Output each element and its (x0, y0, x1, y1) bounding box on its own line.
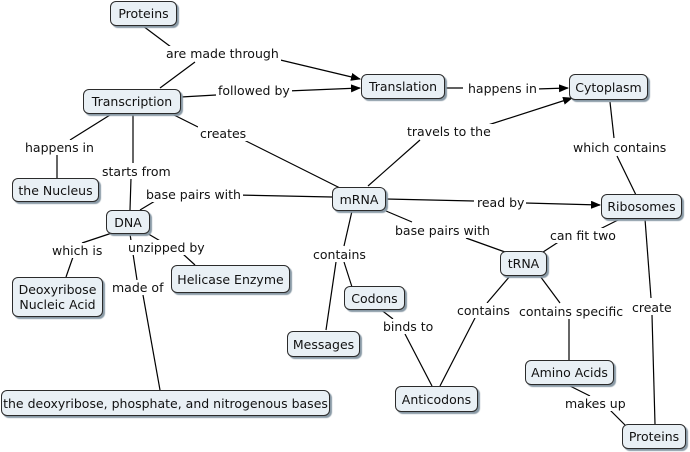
edge-transcription-happens-in (69, 114, 111, 141)
link-contains-specific: contains specific (517, 304, 626, 319)
edge-mrna-travels (367, 139, 421, 187)
edge-dna-which-is (81, 232, 113, 244)
link-contains-mrna: contains (311, 247, 368, 262)
edge-starts-from-dna (129, 177, 132, 211)
edge-followed-by-translation (286, 84, 361, 93)
node-messages[interactable]: Messages (287, 331, 360, 357)
node-deoxyribose-nucleic-acid[interactable]: Deoxyribose Nucleic Acid (12, 277, 103, 317)
node-label: the deoxyribose, phosphate, and nitrogen… (3, 395, 328, 411)
link-makes-up: makes up (563, 396, 628, 411)
node-proteins-top[interactable]: Proteins (110, 1, 177, 26)
link-creates: creates (198, 126, 249, 141)
edge-trna-contains-specific (539, 275, 561, 304)
node-helicase-enzyme[interactable]: Helicase Enzyme (171, 265, 290, 293)
link-happens-in-cytoplasm: happens in (466, 81, 539, 96)
node-label: Amino Acids (531, 365, 608, 380)
link-create: create (630, 300, 674, 315)
node-label: Proteins (628, 429, 680, 444)
node-label: Ribosomes (607, 199, 676, 214)
link-can-fit-two: can fit two (548, 228, 618, 243)
node-mrna[interactable]: mRNA (332, 187, 386, 211)
edge-create-proteins (651, 314, 656, 425)
node-label: Codons (351, 290, 398, 306)
node-proteins-bottom[interactable]: Proteins (622, 424, 686, 449)
node-translation[interactable]: Translation (361, 74, 445, 99)
node-label-line-1: Deoxyribose (18, 282, 97, 297)
edge-trna-contains (486, 275, 511, 304)
node-codons[interactable]: Codons (344, 286, 405, 310)
node-label-line-2: Nucleic Acid (19, 297, 96, 312)
edge-creates-mrna (239, 137, 341, 189)
link-happens-in-nucleus: happens in (23, 140, 96, 155)
node-cytoplasm[interactable]: Cytoplasm (569, 74, 648, 100)
link-contains-trna: contains (455, 303, 512, 318)
node-label: Cytoplasm (575, 79, 642, 95)
link-made-of: made of (110, 280, 166, 295)
link-travels-to-the: travels to the (405, 124, 493, 139)
edge-transcription-followed-by (180, 94, 217, 98)
node-label: Messages (292, 336, 355, 352)
edge-ribosomes-can-fit (599, 218, 621, 230)
node-label: Proteins (118, 6, 169, 21)
edge-contains-anticodons (439, 317, 476, 387)
link-which-is: which is (50, 243, 105, 258)
node-anticodons[interactable]: Anticodons (395, 386, 478, 412)
node-label: the Nucleus (18, 182, 93, 198)
link-read-by: read by (475, 195, 527, 210)
link-starts-from: starts from (100, 164, 173, 179)
edge-mrna-base-pairs (385, 210, 413, 223)
link-which-contains: which contains (571, 140, 669, 155)
link-base-pairs-with-dna: base pairs with (144, 187, 243, 202)
link-base-pairs-with-trna: base pairs with (393, 223, 492, 238)
link-unzipped-by: unzipped by (126, 240, 207, 255)
node-label: Transcription (91, 94, 173, 109)
edge-base-pairs-mrna (235, 194, 333, 198)
edge-unzipped-by-helicase (182, 253, 196, 266)
node-ribosomes[interactable]: Ribosomes (601, 194, 682, 219)
edge-contains-codons (343, 261, 353, 288)
edge-happens-in-cytoplasm (535, 84, 569, 93)
edge-base-pairs-trna (465, 237, 506, 253)
edge-amino-makes-up (567, 384, 591, 397)
edge-transcription-creates (171, 113, 199, 128)
edge-mrna-contains (343, 210, 353, 247)
node-label: Helicase Enzyme (177, 271, 284, 287)
link-are-made-through: are made through (164, 46, 281, 61)
node-label: mRNA (339, 191, 379, 207)
link-followed-by: followed by (216, 83, 292, 98)
edge-codons-binds-to (379, 308, 394, 320)
edge-travels-cytoplasm (487, 96, 573, 126)
edge-read-by-ribosomes (524, 200, 601, 209)
edge-made-through-translation (271, 57, 361, 81)
node-dna[interactable]: DNA (106, 210, 150, 234)
edge-made-through-transcription (159, 61, 196, 89)
node-label: tRNA (507, 256, 540, 271)
node-transcription[interactable]: Transcription (83, 89, 181, 114)
node-label: Anticodons (401, 391, 472, 407)
edge-binds-to-anticodons (404, 333, 433, 387)
edge-mrna-read-by (385, 198, 475, 202)
node-trna[interactable]: tRNA (500, 251, 547, 276)
edge-contains-messages (325, 261, 337, 331)
node-amino-acids[interactable]: Amino Acids (525, 360, 614, 385)
node-bases[interactable]: the deoxyribose, phosphate, and nitrogen… (1, 390, 330, 416)
edge-which-contains-ribosomes (616, 155, 637, 196)
link-binds-to: binds to (381, 319, 436, 334)
edge-ribosomes-create (644, 218, 652, 299)
edge-which-is-deoxyribose (65, 256, 74, 278)
node-label: DNA (114, 214, 142, 230)
edge-cytoplasm-which-contains (609, 101, 615, 139)
node-label: Translation (368, 79, 438, 94)
edge-made-of-bases (142, 294, 161, 391)
node-the-nucleus[interactable]: the Nucleus (12, 178, 99, 202)
